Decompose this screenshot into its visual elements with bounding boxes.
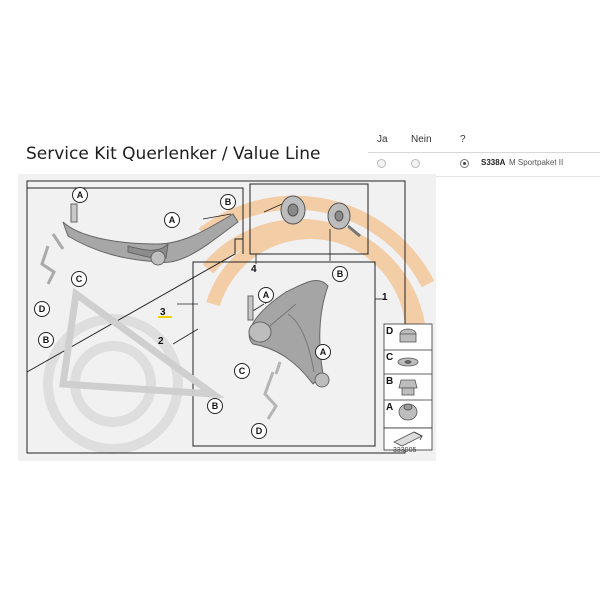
header-no: Nein bbox=[411, 134, 432, 145]
position-4: 4 bbox=[251, 264, 257, 275]
callout-b-lower[interactable]: B bbox=[207, 398, 223, 414]
bushing-top bbox=[280, 195, 361, 238]
control-arm-main bbox=[247, 280, 330, 388]
callout-a-lower[interactable]: A bbox=[315, 344, 331, 360]
callout-b-right[interactable]: B bbox=[332, 266, 348, 282]
option-description: M Sportpaket II bbox=[509, 158, 564, 167]
callout-a-upper-center[interactable]: A bbox=[164, 212, 180, 228]
image-number: 333005 bbox=[393, 447, 417, 454]
callout-a-main[interactable]: A bbox=[258, 287, 274, 303]
callout-c-left[interactable]: C bbox=[71, 271, 87, 287]
kit-label-c: C bbox=[386, 352, 394, 363]
radio-question[interactable] bbox=[460, 159, 469, 168]
page-title: Service Kit Querlenker / Value Line bbox=[26, 144, 321, 164]
callout-c-lower[interactable]: C bbox=[234, 363, 250, 379]
knuckle-left bbox=[40, 233, 65, 285]
highlight-mark bbox=[158, 316, 172, 318]
position-1: 1 bbox=[382, 292, 388, 303]
header-yes: Ja bbox=[377, 134, 388, 145]
header-question: ? bbox=[460, 134, 466, 145]
callout-b-upper[interactable]: B bbox=[220, 194, 236, 210]
position-3: 3 bbox=[160, 307, 166, 318]
knuckle-lower bbox=[263, 361, 282, 420]
kit-parts bbox=[393, 328, 423, 447]
radio-yes[interactable] bbox=[377, 159, 386, 168]
kit-label-a: A bbox=[386, 402, 394, 413]
callout-b-left[interactable]: B bbox=[38, 332, 54, 348]
parts-diagram: 1 2 3 4 A A B C D B B A A C B D D C B A bbox=[18, 174, 436, 461]
diagram-drawing bbox=[26, 180, 435, 454]
callout-a-upper-left[interactable]: A bbox=[72, 187, 88, 203]
frames bbox=[26, 180, 406, 454]
header-divider bbox=[368, 152, 600, 153]
row-divider bbox=[368, 176, 600, 177]
option-code: S338A bbox=[481, 158, 506, 167]
stabilizer-frame bbox=[58, 287, 225, 399]
callout-d-left[interactable]: D bbox=[34, 301, 50, 317]
position-2: 2 bbox=[158, 336, 164, 347]
kit-label-d: D bbox=[386, 326, 394, 337]
callout-d-lower[interactable]: D bbox=[251, 423, 267, 439]
control-arm-upper bbox=[62, 203, 239, 266]
kit-label-b: B bbox=[386, 376, 394, 387]
radio-no[interactable] bbox=[411, 159, 420, 168]
